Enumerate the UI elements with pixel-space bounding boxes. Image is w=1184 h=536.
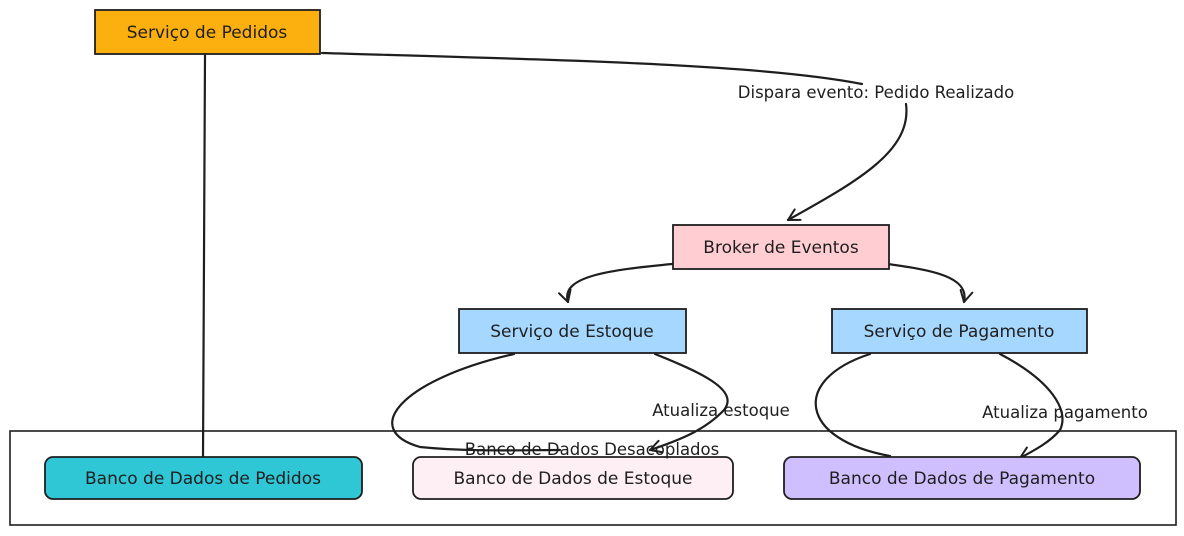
edge-pedidos-db [201,53,207,460]
broker-eventos-label: Broker de Eventos [703,238,859,258]
group-label: Banco de Dados Desacoplados [465,440,719,459]
node-broker-eventos[interactable]: Broker de Eventos [672,224,890,270]
servico-estoque-label: Serviço de Estoque [490,322,654,342]
edge-label-to-broker [786,102,908,222]
node-db-pagamento[interactable]: Banco de Dados de Pagamento [783,456,1141,500]
db-pedidos-label: Banco de Dados de Pedidos [85,469,321,489]
edge-label-atualiza-pagamento: Atualiza pagamento [982,403,1148,422]
node-servico-pedidos[interactable]: Serviço de Pedidos [94,9,321,55]
node-db-estoque[interactable]: Banco de Dados de Estoque [412,456,734,500]
servico-pagamento-label: Serviço de Pagamento [864,322,1055,342]
edge-label-atualiza-estoque: Atualiza estoque [652,401,790,420]
db-estoque-label: Banco de Dados de Estoque [454,469,693,489]
group-frame [9,430,1177,526]
node-db-pedidos[interactable]: Banco de Dados de Pedidos [44,456,363,500]
edge-estoque-loop [391,352,562,452]
edge-pagamento-db [998,352,1064,460]
edge-pedidos-broker [320,51,864,86]
edge-broker-pagamento [886,262,974,304]
group-bancos-desacoplados [9,430,1177,526]
edge-estoque-db [648,352,729,454]
edge-broker-estoque [558,262,674,304]
node-servico-pagamento[interactable]: Serviço de Pagamento [831,308,1088,354]
servico-pedidos-label: Serviço de Pedidos [127,23,288,43]
node-servico-estoque[interactable]: Serviço de Estoque [458,308,687,354]
edges [201,51,1064,460]
edge-label-dispara-evento: Dispara evento: Pedido Realizado [738,83,1014,102]
edge-pagamento-loop [814,352,892,458]
db-pagamento-label: Banco de Dados de Pagamento [829,469,1095,489]
